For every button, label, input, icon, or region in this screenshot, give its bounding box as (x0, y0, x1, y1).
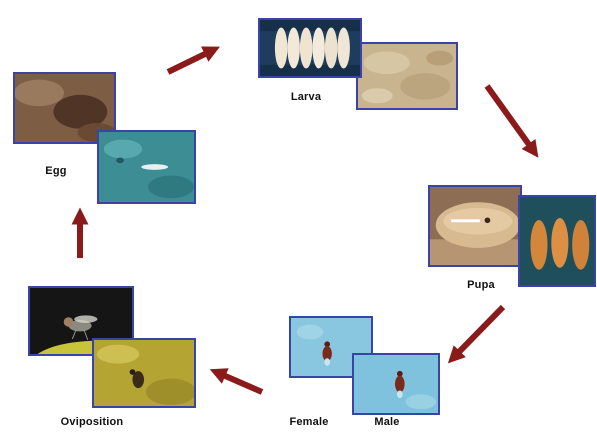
male-photo (352, 353, 440, 415)
pupa-label: Pupa (467, 279, 495, 291)
pupa-photo-group (518, 195, 596, 287)
egg-shape (141, 164, 168, 170)
female-label: Female (289, 416, 328, 428)
pupa-photo-single (428, 185, 522, 267)
egg-photo-closeup (97, 130, 196, 204)
arrow-adults-to-oviposition (223, 375, 262, 392)
fruit-surface-image (94, 340, 194, 406)
egg-label: Egg (45, 165, 66, 177)
male-label: Male (374, 416, 399, 428)
oviposition-photo-fruit (92, 338, 196, 408)
larva-closeup-image (358, 44, 456, 108)
larva-photo-larvae (258, 18, 362, 78)
pupa-closeup-image (430, 187, 520, 265)
male-fly-image (354, 355, 438, 413)
oviposition-label: Oviposition (61, 416, 124, 428)
egg-closeup-image (99, 132, 194, 202)
larvae-image (260, 20, 360, 76)
larva-photo-texture (356, 42, 458, 110)
arrow-egg-to-larva (168, 53, 207, 72)
arrow-pupa-to-adults (458, 307, 503, 353)
pupae-image (520, 197, 594, 285)
arrow-larva-to-pupa (487, 86, 530, 146)
larva-label: Larva (291, 91, 321, 103)
